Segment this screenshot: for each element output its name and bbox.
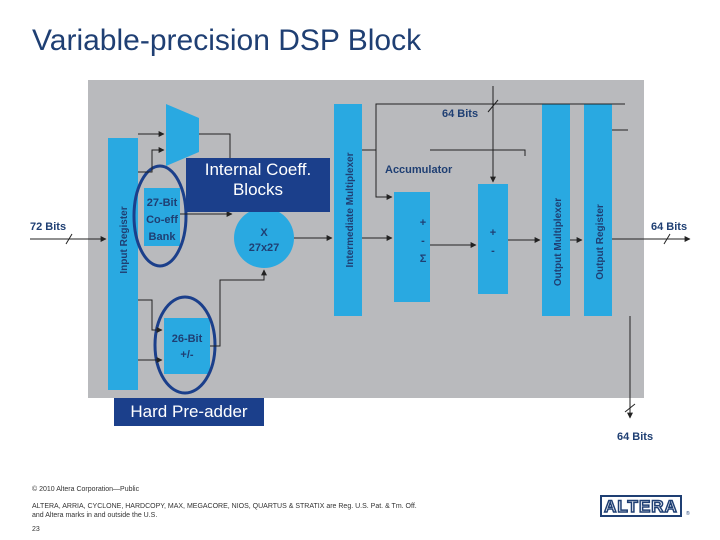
- summation-block: [394, 192, 430, 302]
- addsub-line1: +: [490, 227, 496, 239]
- internal-coeff-callout: Internal Coeff. Blocks: [186, 158, 330, 212]
- output-register: [584, 104, 612, 316]
- page-number: 23: [32, 526, 40, 533]
- internal-coeff-callout-line1: Internal Coeff.: [204, 160, 312, 179]
- footer-copyright: © 2010 Altera Corporation—Public: [32, 486, 140, 493]
- multiplier-27x27: [234, 208, 294, 268]
- multiplier-line1: X: [260, 227, 268, 239]
- feedback-width-label: 64 Bits: [442, 108, 478, 120]
- coeff-bank: [144, 188, 180, 246]
- intermediate-multiplexer: [334, 104, 362, 316]
- multiplier-line2: 27x27: [249, 242, 280, 254]
- hard-preadder-callout: Hard Pre-adder: [114, 398, 264, 426]
- sum-line1: +: [420, 217, 426, 229]
- input-selector-mux: [166, 104, 199, 166]
- coeff-bank-line1: 27-Bit: [147, 197, 178, 209]
- output-width-label: 64 Bits: [651, 221, 687, 233]
- output-register-label: Output Register: [595, 204, 606, 280]
- pre-adder-line2: +/-: [180, 349, 193, 361]
- input-width-label: 72 Bits: [30, 221, 66, 233]
- add-sub-block: [478, 184, 508, 294]
- cascade-width-label: 64 Bits: [617, 431, 653, 443]
- coeff-bank-line2: Co-eff: [146, 214, 178, 226]
- output-mux-label: Output Multiplexer: [553, 198, 564, 286]
- coeff-bank-line3: Bank: [149, 231, 177, 243]
- input-register: [108, 138, 138, 390]
- pre-adder: [164, 318, 210, 374]
- internal-coeff-callout-line2: Blocks: [232, 180, 284, 199]
- sum-line2: -: [421, 235, 425, 247]
- sum-line3: Σ: [420, 253, 427, 265]
- svg-text:ALTERA: ALTERA: [604, 497, 678, 516]
- coeff-bank-highlight-circle: [132, 164, 188, 268]
- signal-wires: [30, 86, 691, 419]
- footer-trademark-2: and Altera marks in and outside the U.S.: [32, 512, 158, 519]
- pre-adder-highlight-circle: [153, 295, 217, 395]
- hard-preadder-callout-text: Hard Pre-adder: [130, 402, 248, 421]
- accumulator-label: Accumulator: [385, 164, 453, 176]
- addsub-line2: -: [491, 245, 495, 257]
- page-title: Variable-precision DSP Block: [32, 24, 422, 57]
- intermediate-mux-label: Intermediate Multiplexer: [345, 152, 356, 267]
- footer-trademark-1: ALTERA, ARRIA, CYCLONE, HARDCOPY, MAX, M…: [32, 503, 417, 510]
- input-register-label: Input Register: [119, 206, 130, 273]
- output-multiplexer: [542, 104, 570, 316]
- altera-logo: ALTERA ®: [600, 495, 690, 517]
- svg-text:®: ®: [686, 510, 690, 517]
- pre-adder-line1: 26-Bit: [172, 333, 203, 345]
